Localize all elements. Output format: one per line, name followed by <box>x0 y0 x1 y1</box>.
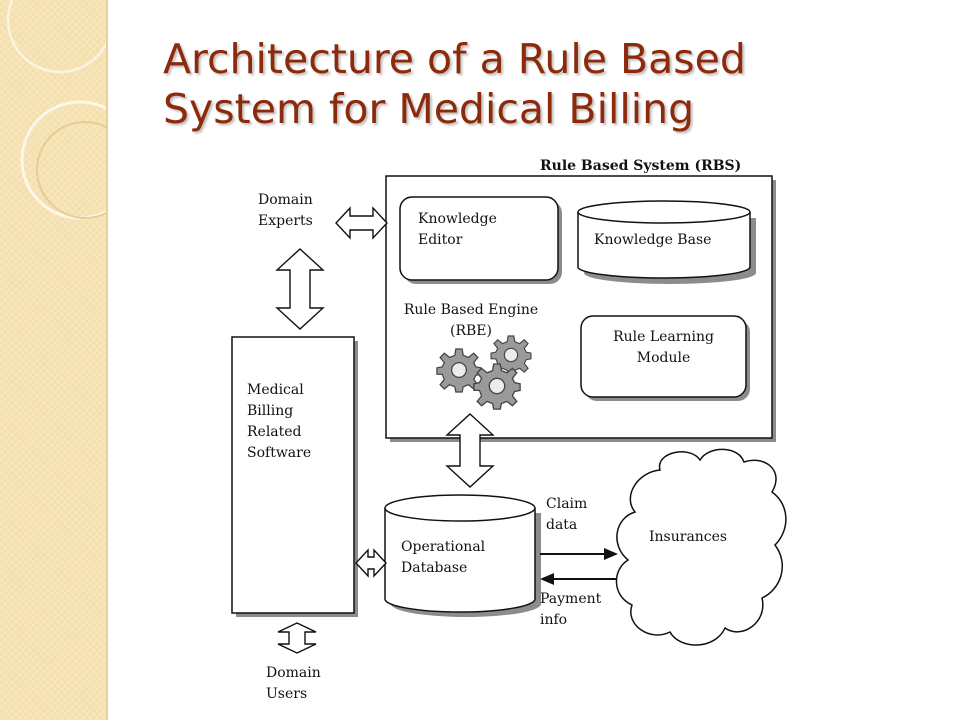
medical-software-line-4: Software <box>247 445 312 461</box>
payment-info-line-2: info <box>540 612 568 628</box>
rule-learning-label: Rule Learning Module <box>581 327 746 369</box>
experts-software-double-arrow <box>275 248 325 330</box>
rule-engine-label: Rule Based Engine (RBE) <box>398 300 544 342</box>
operational-database-line-1: Operational <box>401 539 486 555</box>
insurances-cloud <box>615 448 787 646</box>
domain-users-label: Domain Users <box>266 663 321 705</box>
experts-rbs-double-arrow <box>335 206 388 240</box>
domain-experts-line-1: Domain <box>258 192 313 208</box>
medical-software-line-2: Billing <box>247 403 294 419</box>
sidebar-edge-line <box>106 0 108 720</box>
payment-info-line-1: Payment <box>540 591 602 607</box>
claim-data-line-1: Claim <box>546 496 588 512</box>
domain-users-line-2: Users <box>266 686 308 702</box>
knowledge-editor-line-2: Editor <box>418 232 463 248</box>
medical-software-label: Medical Billing Related Software <box>247 380 311 464</box>
rule-learning-line-1: Rule Learning <box>613 329 714 345</box>
operational-database-label: Operational Database <box>401 537 485 579</box>
decorative-sidebar <box>0 0 140 720</box>
insurances-label: Insurances <box>649 529 728 545</box>
software-users-double-arrow <box>277 622 317 654</box>
rbs-database-double-arrow <box>445 413 495 488</box>
rbs-label: Rule Based System (RBS) <box>540 158 742 174</box>
domain-users-line-1: Domain <box>266 665 321 681</box>
domain-experts-label: Domain Experts <box>258 190 313 232</box>
title-line-2: System for Medical Billing <box>163 85 695 133</box>
domain-experts-line-2: Experts <box>258 213 313 229</box>
knowledge-base-cylinder <box>577 200 756 284</box>
claim-data-arrow <box>540 548 618 560</box>
payment-info-arrow <box>540 573 616 585</box>
medical-software-line-3: Related <box>247 424 302 440</box>
title-line-1: Architecture of a Rule Based <box>163 35 746 83</box>
rule-engine-line-1: Rule Based Engine <box>403 302 539 318</box>
software-database-double-arrow <box>355 548 387 578</box>
slide-title: Architecture of a Rule Based System for … <box>163 34 923 134</box>
knowledge-base-label: Knowledge Base <box>594 232 712 248</box>
payment-info-label: Payment info <box>540 589 601 631</box>
rule-learning-line-2: Module <box>636 350 691 366</box>
operational-database-cylinder <box>384 494 541 617</box>
claim-data-line-2: data <box>546 517 578 533</box>
knowledge-editor-box <box>399 196 559 281</box>
rule-learning-box <box>580 315 747 398</box>
operational-database-line-2: Database <box>401 560 468 576</box>
knowledge-editor-label: Knowledge Editor <box>418 209 497 251</box>
knowledge-editor-line-1: Knowledge <box>418 211 497 227</box>
rule-engine-line-2: (RBE) <box>450 323 492 339</box>
claim-data-label: Claim data <box>546 494 587 536</box>
medical-software-box <box>231 336 355 614</box>
medical-software-line-1: Medical <box>247 382 304 398</box>
